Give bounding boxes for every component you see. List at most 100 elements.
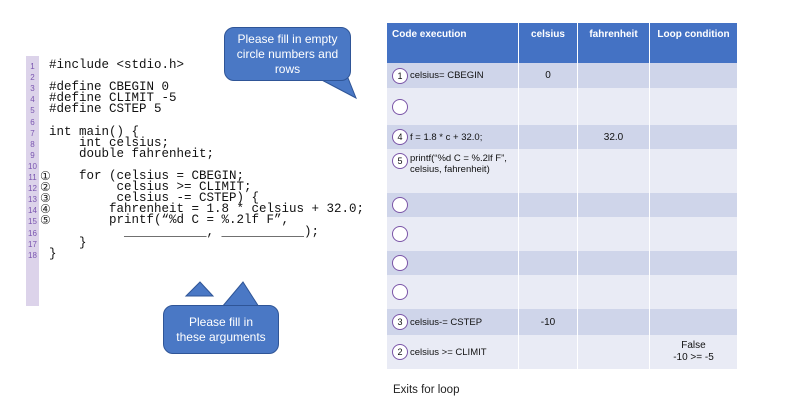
line-number: 16 [28,228,37,238]
table-header-row: Code execution celsius fahrenheit Loop c… [387,23,738,63]
cell-code-execution [387,275,519,309]
callout-bottom-line-2: these arguments [176,329,266,344]
line-number: 4 [30,95,35,105]
table-row [387,275,738,309]
line-number: 7 [30,128,35,138]
line-number: 2 [30,73,35,83]
cell-fahrenheit [578,193,650,217]
table-row [387,88,738,125]
step-circle-icon: 4 [392,129,408,145]
cell-loop-condition [650,149,738,193]
cell-celsius [519,88,578,125]
code-line: int celsius; [49,135,170,150]
header-fahrenheit: fahrenheit [578,23,650,63]
code-line: #include <stdio.h> [49,58,185,72]
table-row [387,193,738,217]
header-loop-condition: Loop condition [650,23,738,63]
code-execution-text: celsius= CBEGIN [410,70,484,81]
step-circle-icon[interactable] [392,255,408,271]
callout-top-line-3: rows [274,61,301,76]
step-circle-icon[interactable] [392,98,408,115]
cell-loop-condition: False -10 >= -5 [650,335,738,369]
cell-fahrenheit [578,309,650,335]
code-execution-text: celsius-= CSTEP [410,316,483,328]
code-line: double fahrenheit; [49,146,215,161]
code-execution-text: f = 1.8 * c + 32.0; [410,131,483,143]
execution-trace-table: Code execution celsius fahrenheit Loop c… [387,23,738,369]
cell-fahrenheit [578,335,650,369]
header-celsius: celsius [519,23,578,63]
line-number: 3 [30,84,35,94]
step-circle-icon: 3 [392,314,408,330]
step-number-icon: ① [40,169,51,183]
header-code-execution: Code execution [387,23,519,63]
code-line: #define CSTEP 5 [49,102,162,117]
cell-loop-condition [650,275,738,309]
step-circle-icon: 5 [392,153,408,169]
table-row [387,217,738,251]
step-circle-icon[interactable] [392,226,408,242]
step-circle-icon[interactable] [392,197,408,213]
cell-fahrenheit [578,88,650,125]
cell-loop-condition [650,251,738,275]
cell-celsius [519,251,578,275]
cell-loop-condition [650,125,738,149]
code-line: printf(“%d C = %.2lf F”, [49,213,290,228]
cell-celsius [519,217,578,251]
code-gutter [26,56,39,306]
cell-fahrenheit [578,149,650,193]
line-number: 17 [28,239,37,249]
step-circle-icon: 1 [392,67,408,84]
code-line: celsius >= CLIMIT; [49,180,252,195]
cell-loop-condition [650,88,738,125]
code-execution-text: printf(“%d C = %.2lf F”, celsius, fahren… [410,153,507,175]
line-number: 9 [30,150,35,160]
code-line: #define CBEGIN 0 [49,80,170,95]
step-number-icon: ④ [40,202,51,217]
line-number: 18 [28,250,37,260]
cell-loop-condition [650,193,738,217]
code-line: fahrenheit = 1.8 * celsius + 32.0; [49,202,365,217]
cell-fahrenheit [578,275,650,309]
line-number: 6 [30,117,35,127]
code-line: int main() { [49,124,140,139]
step-circle-icon[interactable] [392,284,408,300]
cell-loop-condition [650,309,738,335]
step-number-icon: ⑤ [40,213,51,228]
code-execution-text: celsius >= CLIMIT [410,346,487,358]
step-number-icon: ③ [40,191,51,206]
code-line: ___________, ___________); [49,224,320,239]
line-number: 12 [28,184,37,194]
cell-fahrenheit: 32.0 [578,125,650,149]
cell-code-execution [387,217,519,251]
cell-fahrenheit [578,63,650,88]
cell-fahrenheit [578,251,650,275]
callout-fill-arguments: Please fill in these arguments [163,305,279,354]
line-number: 13 [28,195,37,205]
cell-loop-condition [650,217,738,251]
cell-celsius: 0 [519,63,578,88]
code-line: } [49,235,87,250]
line-number: 11 [28,173,37,182]
step-number-icon: ② [40,180,51,195]
line-number: 8 [30,139,35,149]
cell-celsius [519,275,578,309]
exits-loop-note: Exits for loop [393,384,460,396]
code-line: celsius -= CSTEP) { [49,191,260,206]
code-line: for (celsius = CBEGIN; [49,169,245,183]
cell-celsius [519,149,578,193]
cell-loop-condition [650,63,738,88]
callout-top-line-2: circle numbers and [236,46,339,61]
table-row [387,251,738,275]
line-number: 10 [28,161,37,171]
cell-fahrenheit [578,217,650,251]
